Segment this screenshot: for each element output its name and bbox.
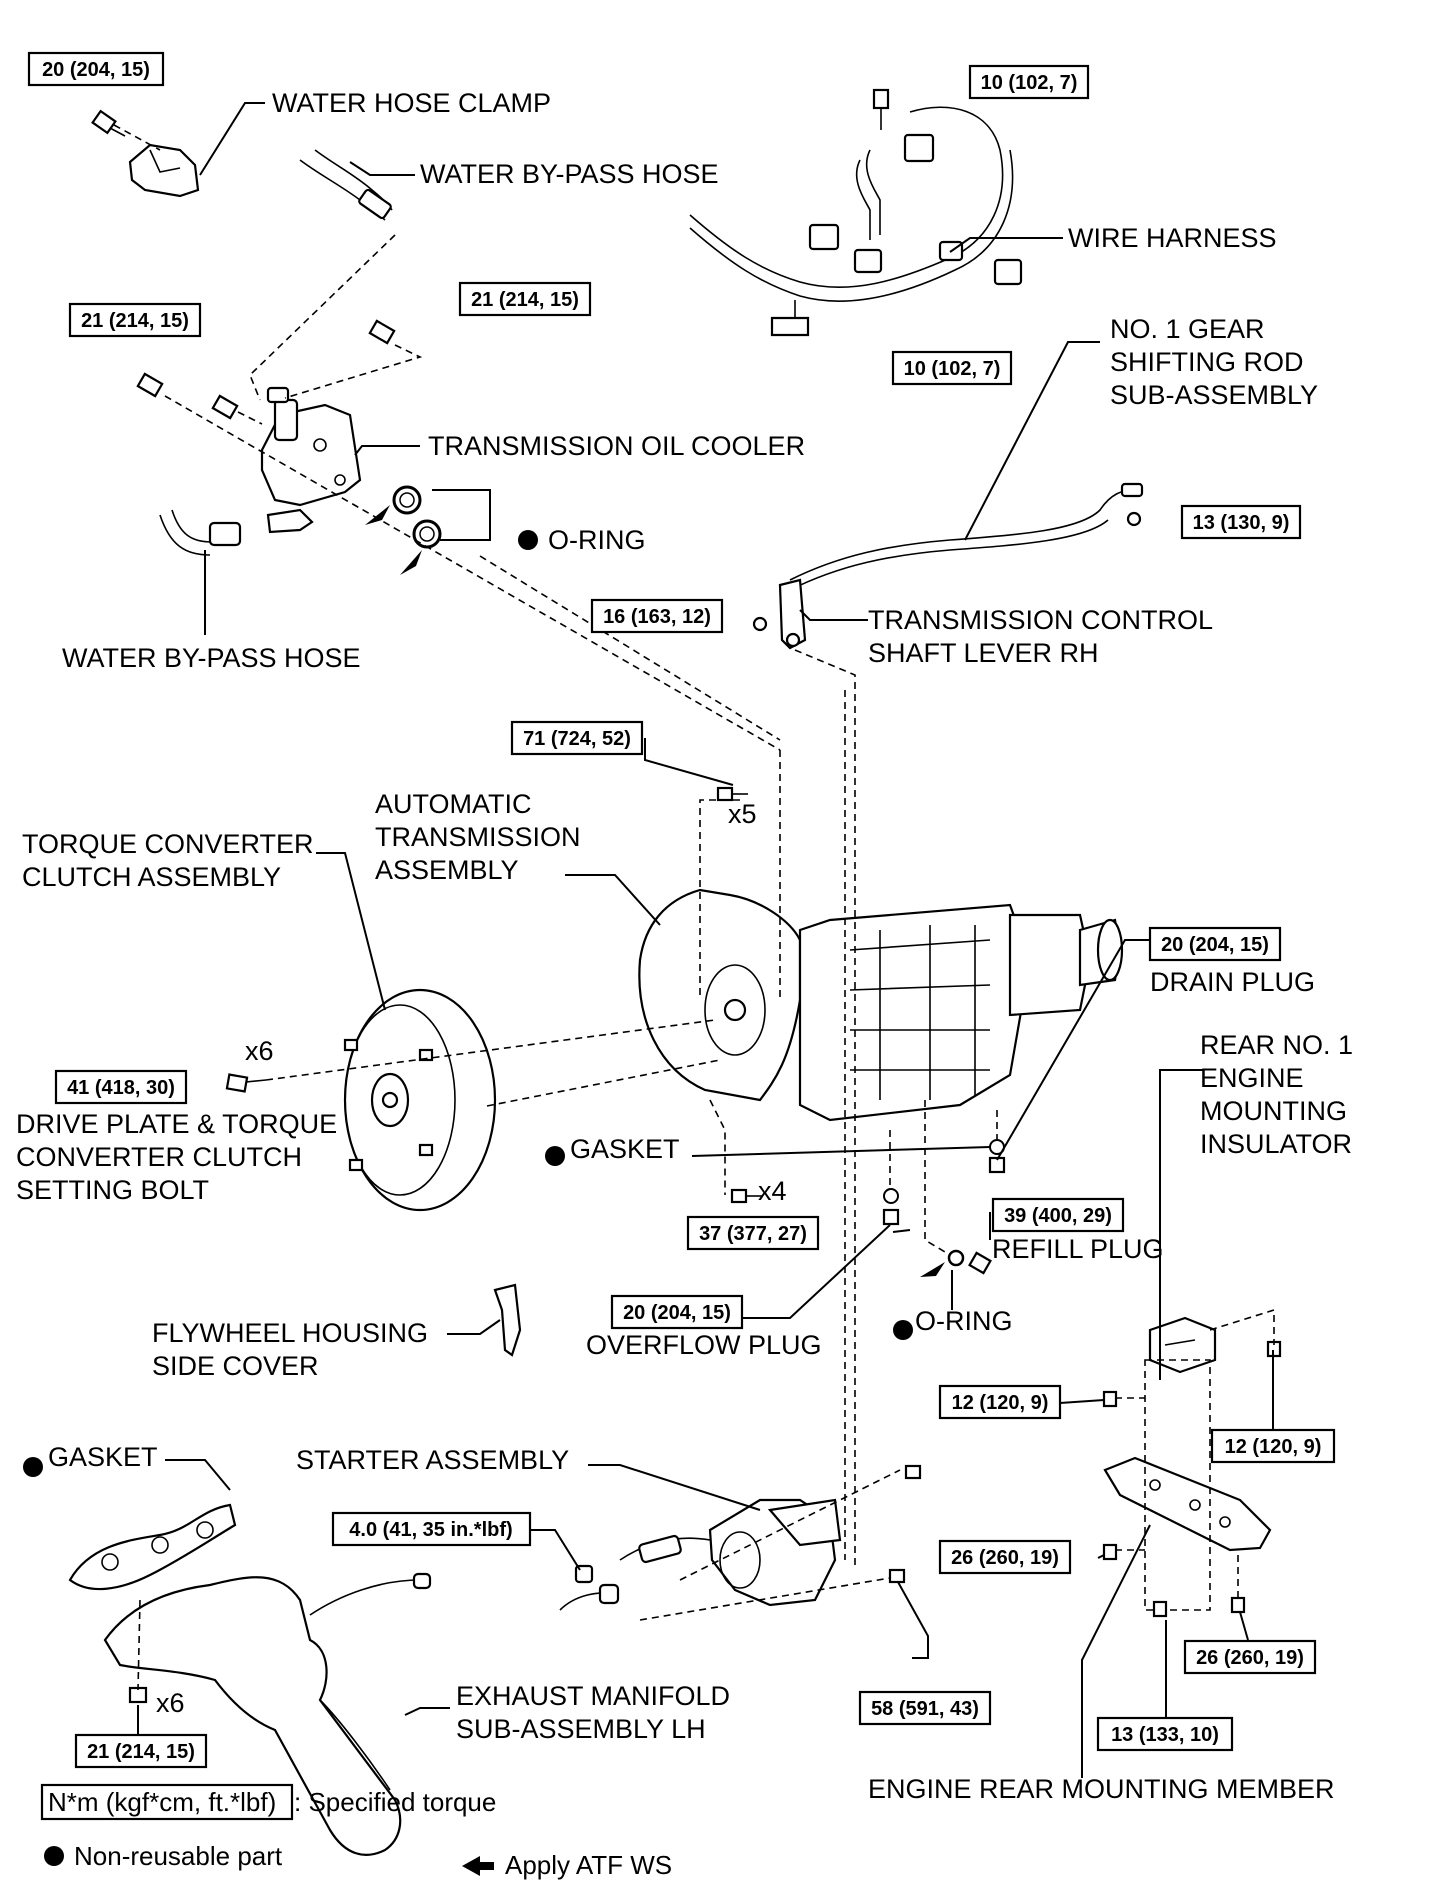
label-gasket-bottom: GASKET (48, 1442, 158, 1472)
label-refill-plug: REFILL PLUG (992, 1234, 1164, 1264)
plugs-and-gaskets-part (716, 786, 1006, 1277)
torque-box-member-bottom: 13 (133, 10) (1096, 1716, 1234, 1752)
label-flywheel-cover: FLYWHEEL HOUSING SIDE COVER (152, 1318, 436, 1381)
label-overflow-plug: OVERFLOW PLUG (586, 1330, 822, 1360)
svg-text:21 (214, 15): 21 (214, 15) (81, 310, 189, 332)
label-gear-rod: NO. 1 GEAR SHIFTING ROD SUB-ASSEMBLY (1110, 314, 1318, 410)
torque-box-converter: 41 (418, 30) (54, 1069, 188, 1105)
svg-text:12 (120, 9): 12 (120, 9) (1225, 1436, 1322, 1458)
label-drain-plug: DRAIN PLUG (1150, 967, 1315, 997)
part-labels: WATER HOSE CLAMP WATER BY-PASS HOSE WIRE… (16, 88, 1361, 1804)
torque-box-cooler-right: 21 (214, 15) (458, 281, 592, 317)
svg-text:10 (102, 7): 10 (102, 7) (904, 358, 1001, 380)
legend: N*m (kgf*cm, ft.*lbf) : Specified torque… (40, 1783, 672, 1880)
label-exhaust: EXHAUST MANIFOLD SUB-ASSEMBLY LH (456, 1681, 738, 1744)
label-water-bypass-hose-bottom: WATER BY-PASS HOSE (62, 643, 361, 673)
svg-text:39 (400, 29): 39 (400, 29) (1004, 1205, 1112, 1227)
svg-text:41 (418, 30): 41 (418, 30) (67, 1077, 175, 1099)
torque-box-rod: 13 (130, 9) (1180, 504, 1302, 540)
exhaust-manifold-part (68, 1503, 432, 1856)
alignment-lines (113, 124, 1275, 1691)
water-bypass-hose-bottom-part (159, 509, 242, 556)
label-gasket-mid: GASKET (570, 1134, 680, 1164)
torque-box-member-right: 26 (260, 19) (1183, 1639, 1317, 1675)
svg-text:21 (214, 15): 21 (214, 15) (87, 1741, 195, 1763)
torque-boxes: 20 (204, 15) 10 (102, 7) 21 (214, 15) 21… (27, 51, 1336, 1769)
torque-box-x4: 37 (377, 27) (686, 1215, 820, 1251)
svg-text:58 (591, 43): 58 (591, 43) (871, 1698, 979, 1720)
torque-box-trans-top: 71 (724, 52) (510, 720, 644, 756)
label-starter: STARTER ASSEMBLY (296, 1445, 569, 1475)
torque-box-starter-small: 4.0 (41, 35 in.*lbf) (331, 1511, 532, 1547)
label-drive-plate: DRIVE PLATE & TORQUE CONVERTER CLUTCH SE… (16, 1109, 345, 1205)
label-x4: x4 (758, 1176, 787, 1206)
starter-part (559, 1464, 922, 1611)
legend-arrow-icon (462, 1856, 494, 1876)
torque-box-starter: 58 (591, 43) (858, 1690, 992, 1726)
torque-box-member-left: 26 (260, 19) (938, 1539, 1072, 1575)
label-torque-converter: TORQUE CONVERTER CLUTCH ASSEMBLY (22, 829, 321, 892)
mounting-insulator-part (1102, 1316, 1282, 1618)
torque-box-overflow: 20 (204, 15) (610, 1294, 744, 1330)
torque-box-harness-bottom: 10 (102, 7) (891, 350, 1013, 386)
legend-torque-text: : Specified torque (294, 1787, 496, 1817)
torque-box-clamp: 20 (204, 15) (27, 51, 165, 87)
svg-text:71 (724, 52): 71 (724, 52) (523, 728, 631, 750)
flywheel-cover-part (493, 1283, 522, 1357)
torque-converter-part (225, 988, 497, 1212)
wire-harness-part (689, 88, 1023, 337)
label-x6-converter: x6 (245, 1036, 274, 1066)
leader-lines (137, 102, 1274, 1778)
label-x6-exhaust: x6 (156, 1688, 185, 1718)
svg-text:37 (377, 27): 37 (377, 27) (699, 1223, 807, 1245)
torque-box-insulator-right: 12 (120, 9) (1210, 1428, 1336, 1464)
label-o-ring-mid: O-RING (915, 1306, 1013, 1336)
torque-box-drain: 20 (204, 15) (1148, 926, 1282, 962)
torque-box-exhaust: 21 (214, 15) (74, 1733, 208, 1769)
torque-box-insulator-left: 12 (120, 9) (938, 1384, 1062, 1420)
torque-box-cooler-left: 21 (214, 15) (68, 302, 202, 338)
label-x5: x5 (728, 799, 757, 829)
legend-apply: Apply ATF WS (505, 1850, 672, 1880)
svg-text:21 (214, 15): 21 (214, 15) (471, 289, 579, 311)
gear-shifting-rod-part (752, 482, 1144, 650)
svg-text:12 (120, 9): 12 (120, 9) (952, 1392, 1049, 1414)
label-wire-harness: WIRE HARNESS (1068, 223, 1277, 253)
label-automatic-transmission: AUTOMATIC TRANSMISSION ASSEMBLY (375, 789, 588, 885)
label-rear-insulator: REAR NO. 1 ENGINE MOUNTING INSULATOR (1200, 1030, 1361, 1159)
label-mounting-member: ENGINE REAR MOUNTING MEMBER (868, 1774, 1335, 1804)
svg-text:20 (204, 15): 20 (204, 15) (42, 59, 150, 81)
water-bypass-hose-top-part (299, 149, 393, 221)
svg-text:26 (260, 19): 26 (260, 19) (1196, 1647, 1304, 1669)
label-control-lever: TRANSMISSION CONTROL SHAFT LEVER RH (868, 605, 1220, 668)
oil-cooler-part (136, 319, 396, 534)
legend-torque-unit: N*m (kgf*cm, ft.*lbf) (48, 1787, 276, 1817)
svg-text:20 (204, 15): 20 (204, 15) (623, 1302, 731, 1324)
svg-text:10 (102, 7): 10 (102, 7) (981, 72, 1078, 94)
label-o-ring-top: O-RING (548, 525, 646, 555)
torque-box-harness-top: 10 (102, 7) (968, 64, 1090, 100)
label-oil-cooler: TRANSMISSION OIL COOLER (428, 431, 805, 461)
o-rings-part (365, 485, 442, 575)
svg-text:26 (260, 19): 26 (260, 19) (951, 1547, 1059, 1569)
svg-text:13 (130, 9): 13 (130, 9) (1193, 512, 1290, 534)
automatic-transmission-part (638, 888, 1124, 1122)
label-water-hose-clamp: WATER HOSE CLAMP (272, 88, 551, 118)
torque-box-refill: 39 (400, 29) (991, 1197, 1125, 1233)
non-reusable-markers (23, 530, 913, 1477)
svg-text:16 (163, 12): 16 (163, 12) (603, 606, 711, 628)
legend-dot-icon (44, 1846, 64, 1866)
legend-non-reusable: Non-reusable part (74, 1841, 283, 1871)
svg-text:4.0 (41, 35 in.*lbf): 4.0 (41, 35 in.*lbf) (349, 1519, 512, 1541)
water-hose-clamp-part (91, 109, 200, 198)
svg-text:20 (204, 15): 20 (204, 15) (1161, 934, 1269, 956)
torque-box-lever: 16 (163, 12) (590, 598, 724, 634)
svg-text:13 (133, 10): 13 (133, 10) (1111, 1724, 1219, 1746)
label-water-bypass-hose-top: WATER BY-PASS HOSE (420, 159, 719, 189)
